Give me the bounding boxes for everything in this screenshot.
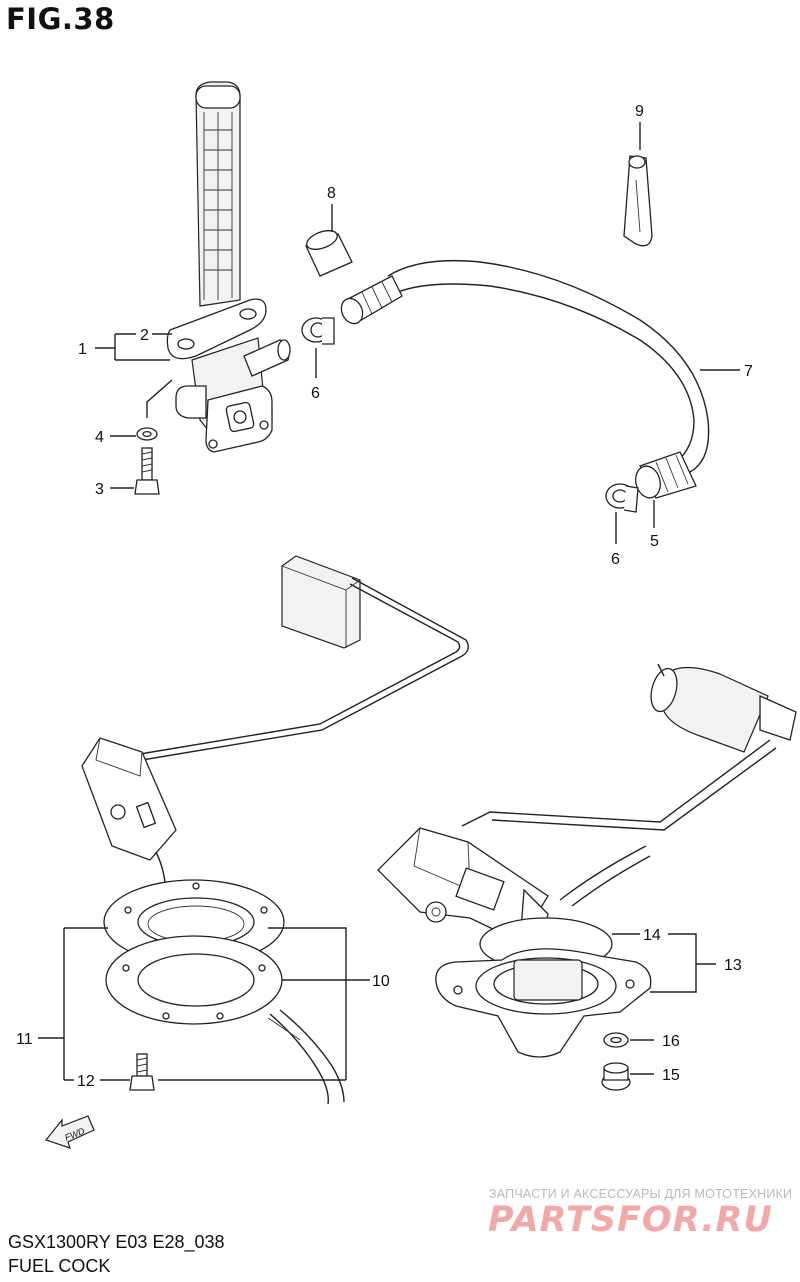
leader-lines <box>38 122 740 1081</box>
callout-15: 15 <box>662 1067 680 1084</box>
hose-clamp <box>605 483 639 513</box>
forward-direction-arrow: FWD <box>44 1115 95 1149</box>
fuel-hose <box>387 259 710 473</box>
callout-1: 1 <box>78 341 87 358</box>
fuel-level-gauge <box>81 555 469 1105</box>
callout-3: 3 <box>95 481 104 498</box>
callout-13: 13 <box>724 957 742 974</box>
callout-8: 8 <box>327 185 336 202</box>
callout-6: 6 <box>311 385 320 402</box>
callout-9: 9 <box>635 103 644 120</box>
flange-nut <box>601 1062 631 1091</box>
hose-end-upper <box>340 275 403 325</box>
callout-16: 16 <box>662 1033 680 1050</box>
callout-7: 7 <box>744 363 753 380</box>
callout-14: 14 <box>643 927 661 944</box>
protector-tube <box>305 230 353 277</box>
fuel-cock-assembly <box>166 81 291 453</box>
watermark-logo: PARTSFOR.RU <box>488 1200 773 1240</box>
callout-11: 11 <box>16 1031 33 1048</box>
hose-clamp <box>301 317 335 345</box>
model-code: GSX1300RY E03 E28_038 <box>8 1232 225 1252</box>
hose-clip <box>623 155 653 247</box>
flange-bolt <box>129 1053 155 1091</box>
figure-title: FIG.38 <box>6 2 115 36</box>
diagram-name: FUEL COCK <box>8 1256 111 1276</box>
callout-12: 12 <box>77 1073 95 1090</box>
callout-4: 4 <box>95 429 104 446</box>
callout-2: 2 <box>140 327 149 344</box>
hose-end-lower <box>635 451 697 499</box>
screw <box>134 447 160 495</box>
callout-5: 5 <box>650 533 659 550</box>
callout-6: 6 <box>611 551 620 568</box>
callout-10: 10 <box>372 973 390 990</box>
fuel-pump-assembly <box>377 663 797 1058</box>
watermark-tagline: ЗАПЧАСТИ И АКСЕССУАРЫ ДЛЯ МОТОТЕХНИКИ <box>489 1187 793 1201</box>
